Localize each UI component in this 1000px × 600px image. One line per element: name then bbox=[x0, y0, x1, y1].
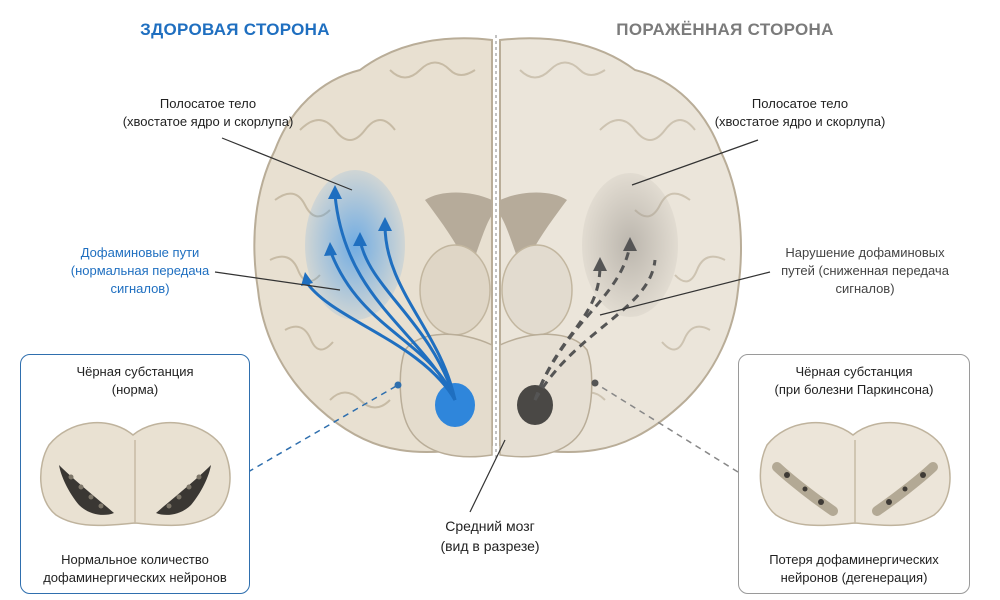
midbrain-label: Средний мозг (вид в разрезе) bbox=[420, 516, 560, 556]
right-thalamus bbox=[502, 245, 572, 335]
parkinson-panel-title: Чёрная субстанция (при болезни Паркинсон… bbox=[739, 363, 969, 399]
left-substantia-nigra bbox=[435, 383, 475, 427]
normal-midbrain-section bbox=[29, 405, 241, 535]
parkinson-panel-footer: Потеря дофаминергических нейронов (деген… bbox=[739, 551, 969, 587]
parkinson-midbrain-section bbox=[747, 405, 961, 535]
left-thalamus bbox=[420, 245, 490, 335]
normal-panel-title: Чёрная субстанция (норма) bbox=[21, 363, 249, 399]
normal-panel-footer: Нормальное количество дофаминергических … bbox=[21, 551, 249, 587]
dopamine-pathways-label: Дофаминовые пути (нормальная передача си… bbox=[50, 244, 230, 298]
affected-connector-dot bbox=[592, 380, 599, 387]
parkinson-substantia-nigra-panel: Чёрная субстанция (при болезни Паркинсон… bbox=[738, 354, 970, 594]
striatum-right-label: Полосатое тело (хвостатое ядро и скорлуп… bbox=[700, 95, 900, 131]
striatum-left-label: Полосатое тело (хвостатое ядро и скорлуп… bbox=[108, 95, 308, 131]
healthy-connector-dot bbox=[395, 382, 402, 389]
impaired-pathways-label: Нарушение дофаминовых путей (сниженная п… bbox=[765, 244, 965, 298]
normal-substantia-nigra-panel: Чёрная субстанция (норма) Нормальное кол… bbox=[20, 354, 250, 594]
right-substantia-nigra bbox=[517, 385, 553, 425]
